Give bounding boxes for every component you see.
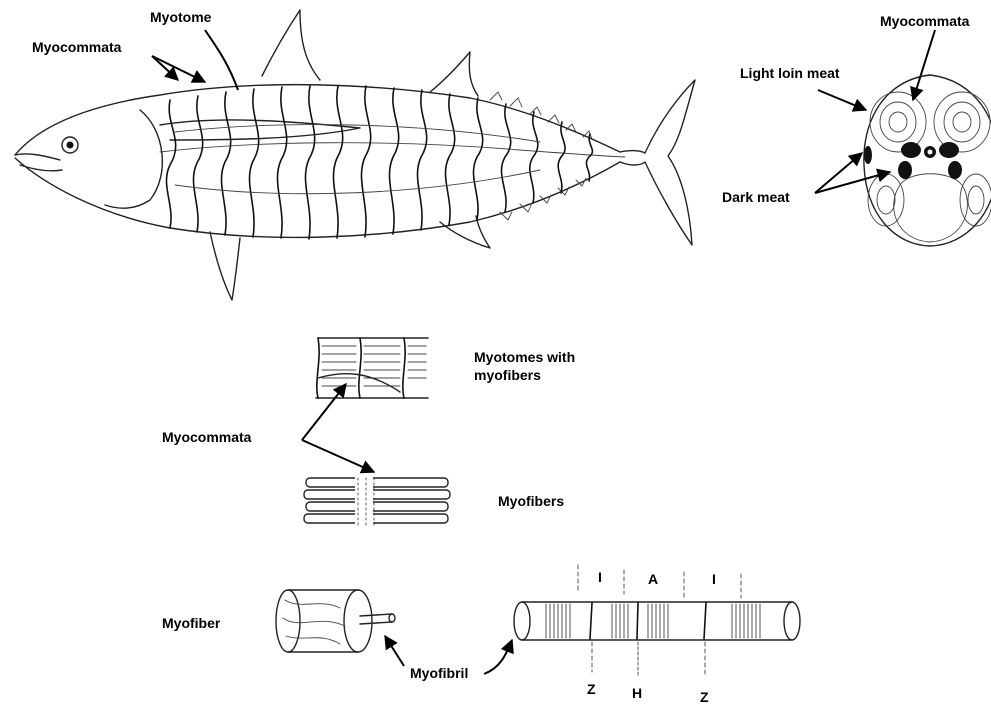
label-myofiber: Myofiber xyxy=(162,615,221,631)
arrow-myocommata-mid-down xyxy=(302,440,374,472)
label-myofibers: Myofibers xyxy=(498,493,564,509)
label-band-z-right: Z xyxy=(700,689,709,705)
label-band-h: H xyxy=(632,685,642,701)
label-myofibril: Myofibril xyxy=(410,665,468,681)
label-myocommata-fish: Myocommata xyxy=(32,39,122,55)
arrow-myotome xyxy=(205,30,238,90)
arrow-myocommata-fish-1 xyxy=(152,56,178,80)
label-myocommata-mid: Myocommata xyxy=(162,429,252,445)
arrow-myocommata-fish-2 xyxy=(152,56,205,82)
arrow-myofibril-to-cylinder xyxy=(385,636,404,666)
label-band-i-right: I xyxy=(712,571,716,587)
arrow-myofibril-to-sarcomere xyxy=(484,640,512,674)
label-myotomes-line2: myofibers xyxy=(474,367,541,383)
myotomes-block xyxy=(316,338,428,398)
label-myocommata-cross: Myocommata xyxy=(880,13,970,29)
label-myotome: Myotome xyxy=(150,9,212,25)
arrow-myocommata-cross xyxy=(913,30,935,100)
label-band-z-left: Z xyxy=(587,681,596,697)
myofibers-bundle xyxy=(304,474,450,528)
tuna-cross-section xyxy=(864,75,991,246)
arrow-light-loin-meat xyxy=(818,90,866,110)
label-band-a: A xyxy=(648,571,658,587)
label-myotomes-line1: Myotomes with xyxy=(474,349,575,365)
label-dark-meat: Dark meat xyxy=(722,189,790,205)
myofiber-cylinder xyxy=(276,590,395,652)
label-light-loin-meat: Light loin meat xyxy=(740,65,840,81)
arrow-myocommata-mid-up xyxy=(302,384,346,440)
label-band-i-left: I xyxy=(598,569,602,585)
